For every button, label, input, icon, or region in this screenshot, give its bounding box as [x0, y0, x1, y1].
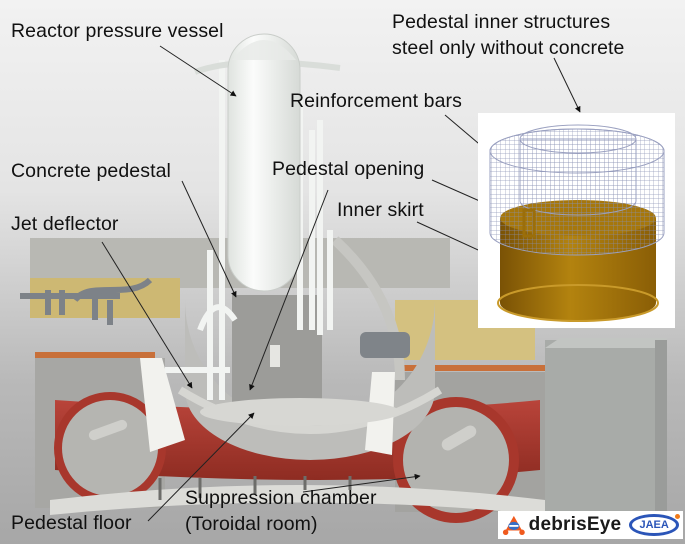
- label-pedestal-inner-structures: Pedestal inner structures steel only wit…: [392, 11, 625, 59]
- label-reactor-pressure-vessel: Reactor pressure vessel: [11, 20, 224, 42]
- pedestal-steel-model: [489, 124, 665, 322]
- label-pedestal-opening: Pedestal opening: [272, 158, 425, 180]
- label-reinforcement-bars: Reinforcement bars: [290, 90, 462, 112]
- inset-pedestal-steel-structures: [478, 113, 675, 328]
- label-jet-deflector: Jet deflector: [11, 213, 119, 235]
- robot-icon: [502, 515, 525, 536]
- piping: [20, 277, 153, 325]
- label-pedestal-floor: Pedestal floor: [11, 512, 132, 534]
- jaea-logo-text: JAEA: [639, 519, 669, 531]
- pedestal-floor: [200, 398, 400, 426]
- logo-badge: debrisEye JAEA: [498, 511, 683, 539]
- reinforcement-bars-inner: [519, 138, 637, 216]
- jet-deflector-left: [140, 358, 185, 452]
- pedestal-opening: [270, 345, 280, 367]
- label-suppression-chamber: Suppression chamber (Toroidal room): [185, 487, 377, 535]
- label-concrete-pedestal: Concrete pedestal: [11, 160, 171, 182]
- label-inner-skirt: Inner skirt: [337, 199, 424, 221]
- debriseye-logo-text: debrisEye: [528, 514, 622, 535]
- concrete-column: [545, 340, 655, 520]
- torus-cross-section-right: [393, 397, 519, 523]
- reactor-pressure-vessel: [227, 33, 301, 292]
- pedestal-opening-frame: [522, 208, 536, 238]
- jaea-logo: JAEA: [629, 514, 680, 536]
